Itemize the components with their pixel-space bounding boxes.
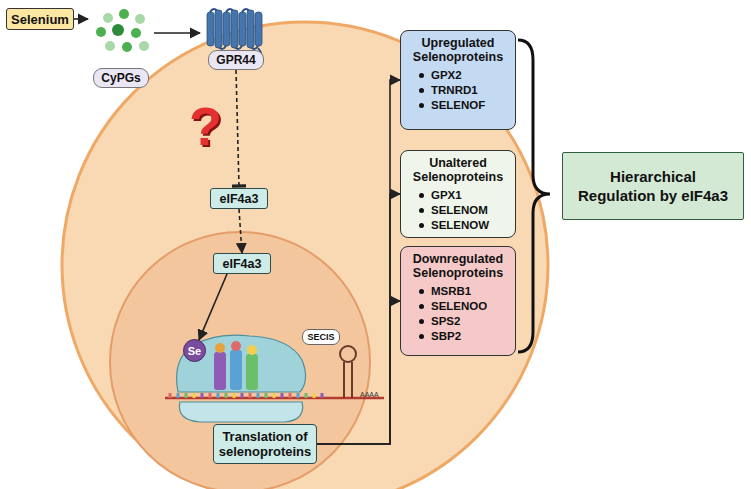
- node-label: GPR44: [208, 50, 263, 70]
- arrow-connector: [74, 18, 88, 20]
- bullet-dot: [419, 88, 424, 93]
- list-item: GPX1: [405, 188, 511, 203]
- bullet-dot: [419, 304, 424, 309]
- box-heading: Unaltered Selenoproteins: [405, 156, 511, 184]
- item-text: SELENOO: [431, 299, 487, 314]
- bullet-dot: [419, 208, 424, 213]
- protein-box: eIF4a3: [213, 253, 271, 274]
- node-label: eIF4a3: [223, 257, 262, 271]
- polya-tail: AAAA: [360, 391, 379, 398]
- list-item: SELENOO: [405, 299, 511, 314]
- list-item: GPX2: [405, 68, 511, 83]
- item-text: SELENOM: [431, 203, 488, 218]
- arrow-connector: [239, 209, 242, 253]
- bullet-dot: [419, 319, 424, 324]
- bullet-dot: [419, 223, 424, 228]
- curly-brace: [518, 40, 550, 352]
- box-heading: Downregulated Selenoproteins: [405, 252, 511, 280]
- category-box: Downregulated SelenoproteinsMSRB1SELENOO…: [400, 246, 516, 356]
- ligand-group: CyPGs: [88, 6, 154, 88]
- list-item: TRNRD1: [405, 83, 511, 98]
- bullet-dot: [419, 73, 424, 78]
- ribosome: [177, 335, 306, 422]
- secis-hairpin: [340, 346, 356, 398]
- item-text: SPS2: [431, 314, 460, 329]
- node-label: Se: [188, 345, 201, 357]
- selenium-circle: Se: [183, 339, 206, 362]
- item-text: MSRB1: [431, 284, 471, 299]
- list-item: SPS2: [405, 314, 511, 329]
- list-item: SBP2: [405, 329, 511, 344]
- cypg-molecules: [96, 9, 149, 52]
- item-text: SBP2: [431, 329, 461, 344]
- protein-box: eIF4a3: [210, 188, 268, 209]
- arrow-connector: [199, 274, 227, 340]
- bullet-dot: [419, 289, 424, 294]
- arrow-connector: [317, 194, 400, 444]
- node-label: Hierarchical Regulation by eIF4a3: [571, 167, 735, 205]
- category-box: Upregulated SelenoproteinsGPX2TRNRD1SELE…: [400, 30, 516, 130]
- process-box: Translation of selenoproteins: [213, 424, 317, 464]
- item-text: SELENOF: [431, 98, 485, 113]
- bullet-dot: [419, 334, 424, 339]
- arrow-connector: [154, 32, 200, 34]
- node-label: eIF4a3: [220, 192, 259, 206]
- bullet-dot: [419, 103, 424, 108]
- node-label: Translation of selenoproteins: [218, 429, 312, 459]
- arrow-connector: [317, 80, 400, 444]
- node-label: Selenium: [11, 12, 69, 27]
- question-mark: ?: [189, 98, 222, 154]
- arrow-connector: [317, 301, 400, 444]
- bullet-dot: [419, 193, 424, 198]
- box-heading: Upregulated Selenoproteins: [405, 36, 511, 64]
- item-text: SELENOW: [431, 218, 489, 233]
- item-text: TRNRD1: [431, 83, 478, 98]
- inhibition-connector: [236, 70, 239, 186]
- input-box: Selenium: [6, 8, 74, 30]
- list-item: MSRB1: [405, 284, 511, 299]
- list-item: SELENOW: [405, 218, 511, 233]
- list-item: SELENOF: [405, 98, 511, 113]
- node-label: SECIS: [307, 332, 334, 342]
- category-box: Unaltered SelenoproteinsGPX1SELENOMSELEN…: [400, 150, 516, 238]
- list-item: SELENOM: [405, 203, 511, 218]
- item-text: GPX1: [431, 188, 462, 203]
- node-label: CyPGs: [93, 68, 148, 88]
- element-label: SECIS: [302, 329, 340, 345]
- summary-box: Hierarchical Regulation by eIF4a3: [562, 152, 744, 220]
- item-text: GPX2: [431, 68, 462, 83]
- cell: [62, 22, 548, 489]
- nucleus: [110, 232, 370, 489]
- receptor-group: GPR44: [200, 4, 272, 70]
